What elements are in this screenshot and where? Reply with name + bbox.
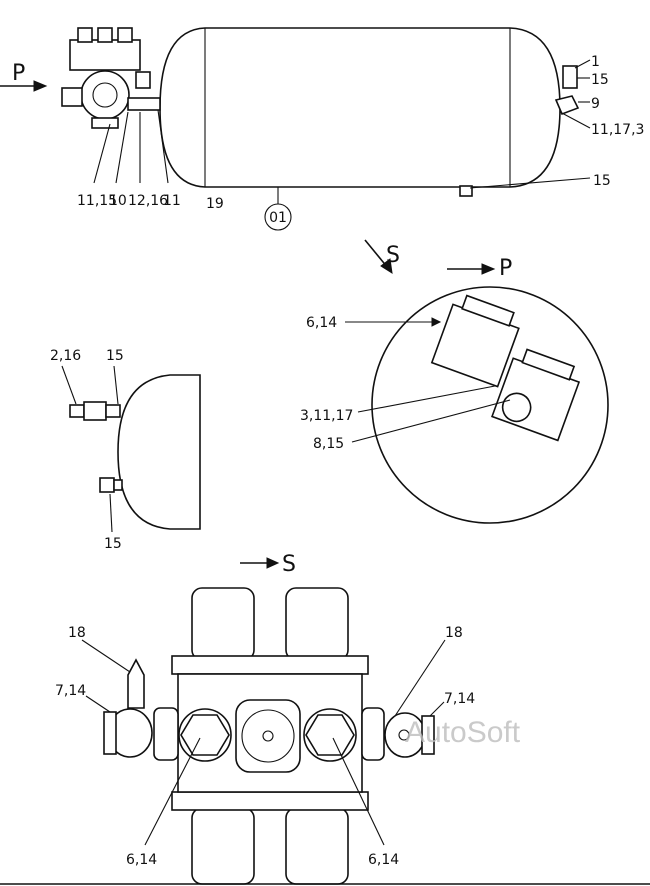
label-216: 2,16: [50, 348, 81, 364]
tank-body: [159, 27, 561, 188]
label-11173: 11,17,3: [591, 122, 644, 138]
flange-bottom: [171, 791, 369, 811]
elbow-fitting: [554, 95, 580, 116]
detail-view: 6,14 3,11,17 8,15: [300, 286, 609, 524]
arrow-p2-head: [481, 263, 496, 275]
leader-11173: [559, 111, 591, 129]
leader-side-15b: [109, 493, 113, 533]
drain-plug-bottom: [459, 185, 473, 197]
regulator-base: [91, 117, 119, 129]
regulator-cap: [92, 82, 118, 108]
arrow-bottom-s-head: [266, 557, 280, 569]
valve-cap-3: [117, 27, 133, 43]
label-1216: 12,16: [128, 193, 168, 209]
leader-detail-815: [351, 399, 511, 443]
detail-valve-1-cap: [461, 294, 515, 327]
leader-15b: [469, 177, 591, 189]
valve-block: [61, 27, 161, 129]
detail-valve-2-cap: [521, 348, 576, 381]
leader-detail-614-head: [431, 317, 442, 327]
label-18a: 18: [68, 625, 86, 641]
left-fitting-nut: [153, 707, 179, 761]
right-end-cap: [421, 715, 435, 755]
label-1: 1: [591, 54, 600, 70]
leader-side-15a: [113, 365, 119, 405]
flange-top: [171, 655, 369, 675]
label-714a: 7,14: [55, 683, 86, 699]
label-10: 10: [109, 193, 127, 209]
label-714b: 7,14: [444, 691, 475, 707]
drain-valve-stem: [113, 479, 123, 491]
leader-10: [115, 111, 129, 184]
label-15a: 15: [591, 72, 609, 88]
view-arrows: S P: [364, 239, 512, 281]
port-left-nut: [180, 714, 230, 756]
label-15b: 15: [593, 173, 611, 189]
label-614b: 6,14: [368, 852, 399, 868]
label-1115: 11,15: [77, 193, 117, 209]
callout-circle-label: 01: [269, 210, 287, 226]
regulator-fitting-left: [61, 87, 83, 107]
drain-fitting-top: [562, 65, 578, 89]
label-18b: 18: [445, 625, 463, 641]
leader-614a: [144, 737, 201, 846]
leader-714a: [85, 695, 111, 713]
left-end-cap: [103, 711, 117, 755]
end-fitting-b: [83, 401, 107, 421]
label-detail-815: 8,15: [313, 436, 344, 452]
leader-18b: [394, 639, 446, 717]
cylinder-top-right: [285, 587, 349, 661]
end-fitting-a: [69, 404, 85, 418]
watermark: AutoSoft: [405, 716, 521, 749]
leader-1: [574, 59, 591, 69]
label-detail-614: 6,14: [306, 315, 337, 331]
label-detail-31117: 3,11,17: [300, 408, 353, 424]
arrow-p2-label: P: [499, 256, 512, 281]
arrow-s-head: [380, 258, 393, 275]
valve-housing-top: [69, 39, 141, 71]
bottom-view: S 1: [55, 552, 521, 885]
drain-valve-side: [99, 477, 115, 493]
label-side-15b: 15: [104, 536, 122, 552]
arrow-s-label: S: [386, 243, 400, 268]
arrow-bottom-s-label: S: [282, 552, 296, 577]
left-hose-nipple: [127, 658, 145, 709]
port-right-nut: [305, 714, 355, 756]
tank-end-view: 2,16 15 15: [50, 348, 201, 552]
valve-fitting-right: [135, 71, 151, 89]
label-11: 11: [163, 193, 181, 209]
right-banjo-hole: [398, 729, 410, 741]
port-center-ring: [241, 709, 295, 763]
leader-1115: [93, 123, 111, 184]
callout-circle: [264, 203, 292, 231]
tank-connector-pipe: [127, 97, 161, 111]
arrow-p-label: P: [12, 61, 25, 86]
air-tank-assembly: P: [0, 27, 644, 231]
label-19: 19: [206, 196, 224, 212]
leader-detail-31117: [357, 385, 496, 413]
port-center-body: [235, 699, 301, 773]
valve-cap-1: [77, 27, 93, 43]
regulator-body: [80, 70, 130, 120]
label-614a: 6,14: [126, 852, 157, 868]
detail-circle: [371, 286, 609, 524]
tank-end-body: [117, 374, 201, 530]
leader-11: [157, 109, 169, 184]
label-9: 9: [591, 96, 600, 112]
port-center-dot: [262, 730, 274, 742]
leader-614b: [332, 737, 385, 846]
leader-216: [61, 365, 77, 405]
arrow-p-head: [33, 80, 48, 92]
leader-18a: [81, 639, 131, 673]
label-side-15a: 15: [106, 348, 124, 364]
cylinder-bottom-right: [285, 807, 349, 885]
cylinder-bottom-left: [191, 807, 255, 885]
cylinder-top-left: [191, 587, 255, 661]
leader-714b: [429, 701, 445, 717]
right-fitting-nut: [361, 707, 385, 761]
detail-valve-group: [430, 294, 581, 442]
end-fitting-c: [105, 404, 121, 418]
valve-cap-2: [97, 27, 113, 43]
